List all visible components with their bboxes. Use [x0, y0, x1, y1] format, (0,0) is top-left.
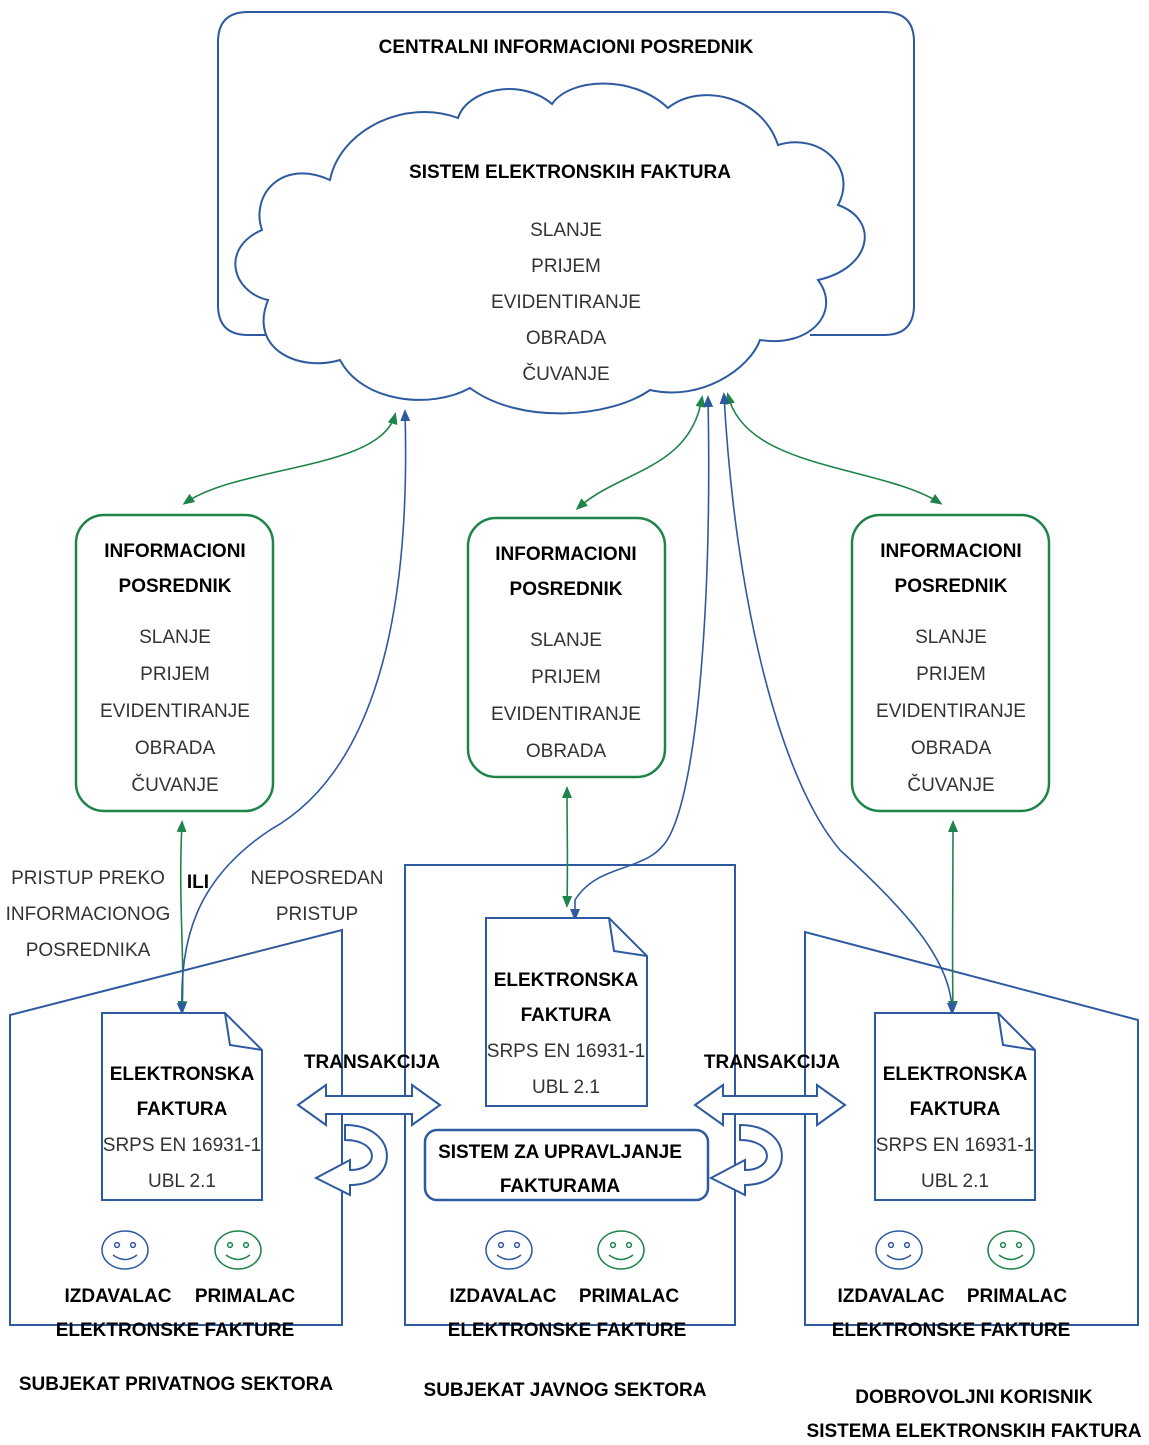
- intermediary-function: EVIDENTIRANJE: [876, 701, 1026, 722]
- cloud-shape: [234, 82, 866, 415]
- invoice-title: ELEKTRONSKA: [110, 1064, 255, 1085]
- arrow-direct-access-center: [570, 395, 714, 921]
- voluntary-user-label: DOBROVOLJNI KORISNIK: [855, 1387, 1093, 1408]
- transaction-cycle-arrow-left: [313, 1123, 388, 1197]
- central-title: CENTRALNI INFORMACIONI POSREDNIK: [379, 37, 754, 58]
- receiver-label: PRIMALAC: [579, 1286, 680, 1307]
- intermediary-function: ČUVANJE: [131, 774, 218, 796]
- role-suffix-label: ELEKTRONSKE FAKTURE: [832, 1320, 1071, 1341]
- intermediary-function: PRIJEM: [916, 664, 986, 685]
- transaction-double-arrow-left: [296, 1083, 442, 1127]
- direct-access-label: NEPOSREDAN: [250, 868, 383, 889]
- role-suffix-label: ELEKTRONSKE FAKTURE: [56, 1320, 295, 1341]
- intermediary-function: SLANJE: [915, 627, 987, 648]
- invoice-syntax: UBL 2.1: [148, 1171, 216, 1192]
- private-sector-label: SUBJEKAT PRIVATNOG SEKTORA: [19, 1374, 334, 1395]
- issuer-smiley-icon: [101, 1230, 149, 1270]
- invoice-title: ELEKTRONSKA: [494, 970, 639, 991]
- receiver-smiley-icon: [214, 1230, 262, 1270]
- access-via-intermediary-label: POSREDNIKA: [26, 940, 151, 961]
- intermediary-title: INFORMACIONI: [880, 541, 1021, 562]
- transaction-label-right: TRANSAKCIJA: [704, 1052, 840, 1073]
- intermediary-title: INFORMACIONI: [104, 541, 245, 562]
- intermediary-function: SLANJE: [139, 627, 211, 648]
- invoice-title: FAKTURA: [910, 1099, 1001, 1120]
- intermediary-title: POSREDNIK: [119, 576, 232, 597]
- issuer-label: IZDAVALAC: [838, 1286, 945, 1307]
- invoice-title: FAKTURA: [521, 1005, 612, 1026]
- management-system-label: SISTEM ZA UPRAVLJANJE: [438, 1142, 682, 1163]
- central-function: ČUVANJE: [522, 363, 609, 385]
- arrow-cloud-intermediary-left: [182, 412, 398, 505]
- intermediary-function: PRIJEM: [531, 667, 601, 688]
- transaction-cycle-arrow-right: [708, 1123, 783, 1197]
- issuer-label: IZDAVALAC: [450, 1286, 557, 1307]
- access-via-intermediary-label: INFORMACIONOG: [6, 904, 171, 925]
- invoice-standard: SRPS EN 16931-1: [103, 1135, 261, 1156]
- receiver-smiley-icon: [597, 1230, 645, 1270]
- intermediary-box-right: INFORMACIONI POSREDNIK SLANJE PRIJEM EVI…: [850, 513, 1051, 813]
- intermediary-title: POSREDNIK: [510, 579, 623, 600]
- transaction-label-left: TRANSAKCIJA: [304, 1052, 440, 1073]
- invoice-document-voluntary: ELEKTRONSKA FAKTURA SRPS EN 16931-1 UBL …: [874, 1012, 1036, 1201]
- intermediary-box-left: INFORMACIONI POSREDNIK SLANJE PRIJEM EVI…: [74, 513, 275, 813]
- central-function: OBRADA: [526, 328, 607, 349]
- intermediary-function: EVIDENTIRANJE: [491, 704, 641, 725]
- central-intermediary: CENTRALNI INFORMACIONI POSREDNIK SISTEM …: [217, 11, 915, 415]
- intermediary-title: INFORMACIONI: [495, 544, 636, 565]
- direct-access-label: PRISTUP: [276, 904, 358, 925]
- intermediary-function: EVIDENTIRANJE: [100, 701, 250, 722]
- intermediary-function: ČUVANJE: [907, 774, 994, 796]
- issuer-smiley-icon: [485, 1230, 533, 1270]
- invoice-document-private: ELEKTRONSKA FAKTURA SRPS EN 16931-1 UBL …: [101, 1012, 263, 1201]
- central-function: EVIDENTIRANJE: [491, 292, 641, 313]
- receiver-label: PRIMALAC: [967, 1286, 1068, 1307]
- or-label: ILI: [187, 872, 209, 893]
- access-via-intermediary-label: PRISTUP PREKO: [11, 868, 165, 889]
- invoice-standard: SRPS EN 16931-1: [876, 1135, 1034, 1156]
- transaction-double-arrow-right: [693, 1083, 847, 1127]
- arrow-cloud-intermediary-right: [725, 392, 943, 505]
- central-function: PRIJEM: [531, 256, 601, 277]
- public-sector-label: SUBJEKAT JAVNOG SEKTORA: [424, 1380, 707, 1401]
- voluntary-user-container: [804, 930, 1139, 1326]
- intermediary-function: OBRADA: [526, 741, 607, 762]
- invoice-title: ELEKTRONSKA: [883, 1064, 1028, 1085]
- invoice-title: FAKTURA: [137, 1099, 228, 1120]
- invoice-syntax: UBL 2.1: [532, 1077, 600, 1098]
- invoice-syntax: UBL 2.1: [921, 1171, 989, 1192]
- invoice-document-public: ELEKTRONSKA FAKTURA SRPS EN 16931-1 UBL …: [485, 917, 648, 1107]
- arrow-direct-access-right: [719, 392, 957, 1015]
- intermediary-box-center: INFORMACIONI POSREDNIK SLANJE PRIJEM EVI…: [466, 516, 667, 779]
- intermediary-function: OBRADA: [911, 738, 992, 759]
- receiver-label: PRIMALAC: [195, 1286, 296, 1307]
- issuer-smiley-icon: [875, 1230, 923, 1270]
- cloud-title: SISTEM ELEKTRONSKIH FAKTURA: [409, 162, 731, 183]
- management-system-label: FAKTURAMA: [500, 1176, 621, 1197]
- arrow-cloud-intermediary-center: [575, 395, 706, 511]
- voluntary-user-label: SISTEMA ELEKTRONSKIH FAKTURA: [807, 1421, 1142, 1442]
- central-function: SLANJE: [530, 220, 602, 241]
- intermediary-function: PRIJEM: [140, 664, 210, 685]
- receiver-smiley-icon: [987, 1230, 1035, 1270]
- invoice-standard: SRPS EN 16931-1: [487, 1041, 645, 1062]
- role-suffix-label: ELEKTRONSKE FAKTURE: [448, 1320, 687, 1341]
- issuer-label: IZDAVALAC: [65, 1286, 172, 1307]
- intermediary-function: OBRADA: [135, 738, 216, 759]
- central-frame: [217, 11, 915, 336]
- intermediary-function: SLANJE: [530, 630, 602, 651]
- arrow-direct-access-left: [176, 409, 411, 1015]
- intermediary-title: POSREDNIK: [895, 576, 1008, 597]
- invoice-management-system: SISTEM ZA UPRAVLJANJE FAKTURAMA: [423, 1128, 710, 1202]
